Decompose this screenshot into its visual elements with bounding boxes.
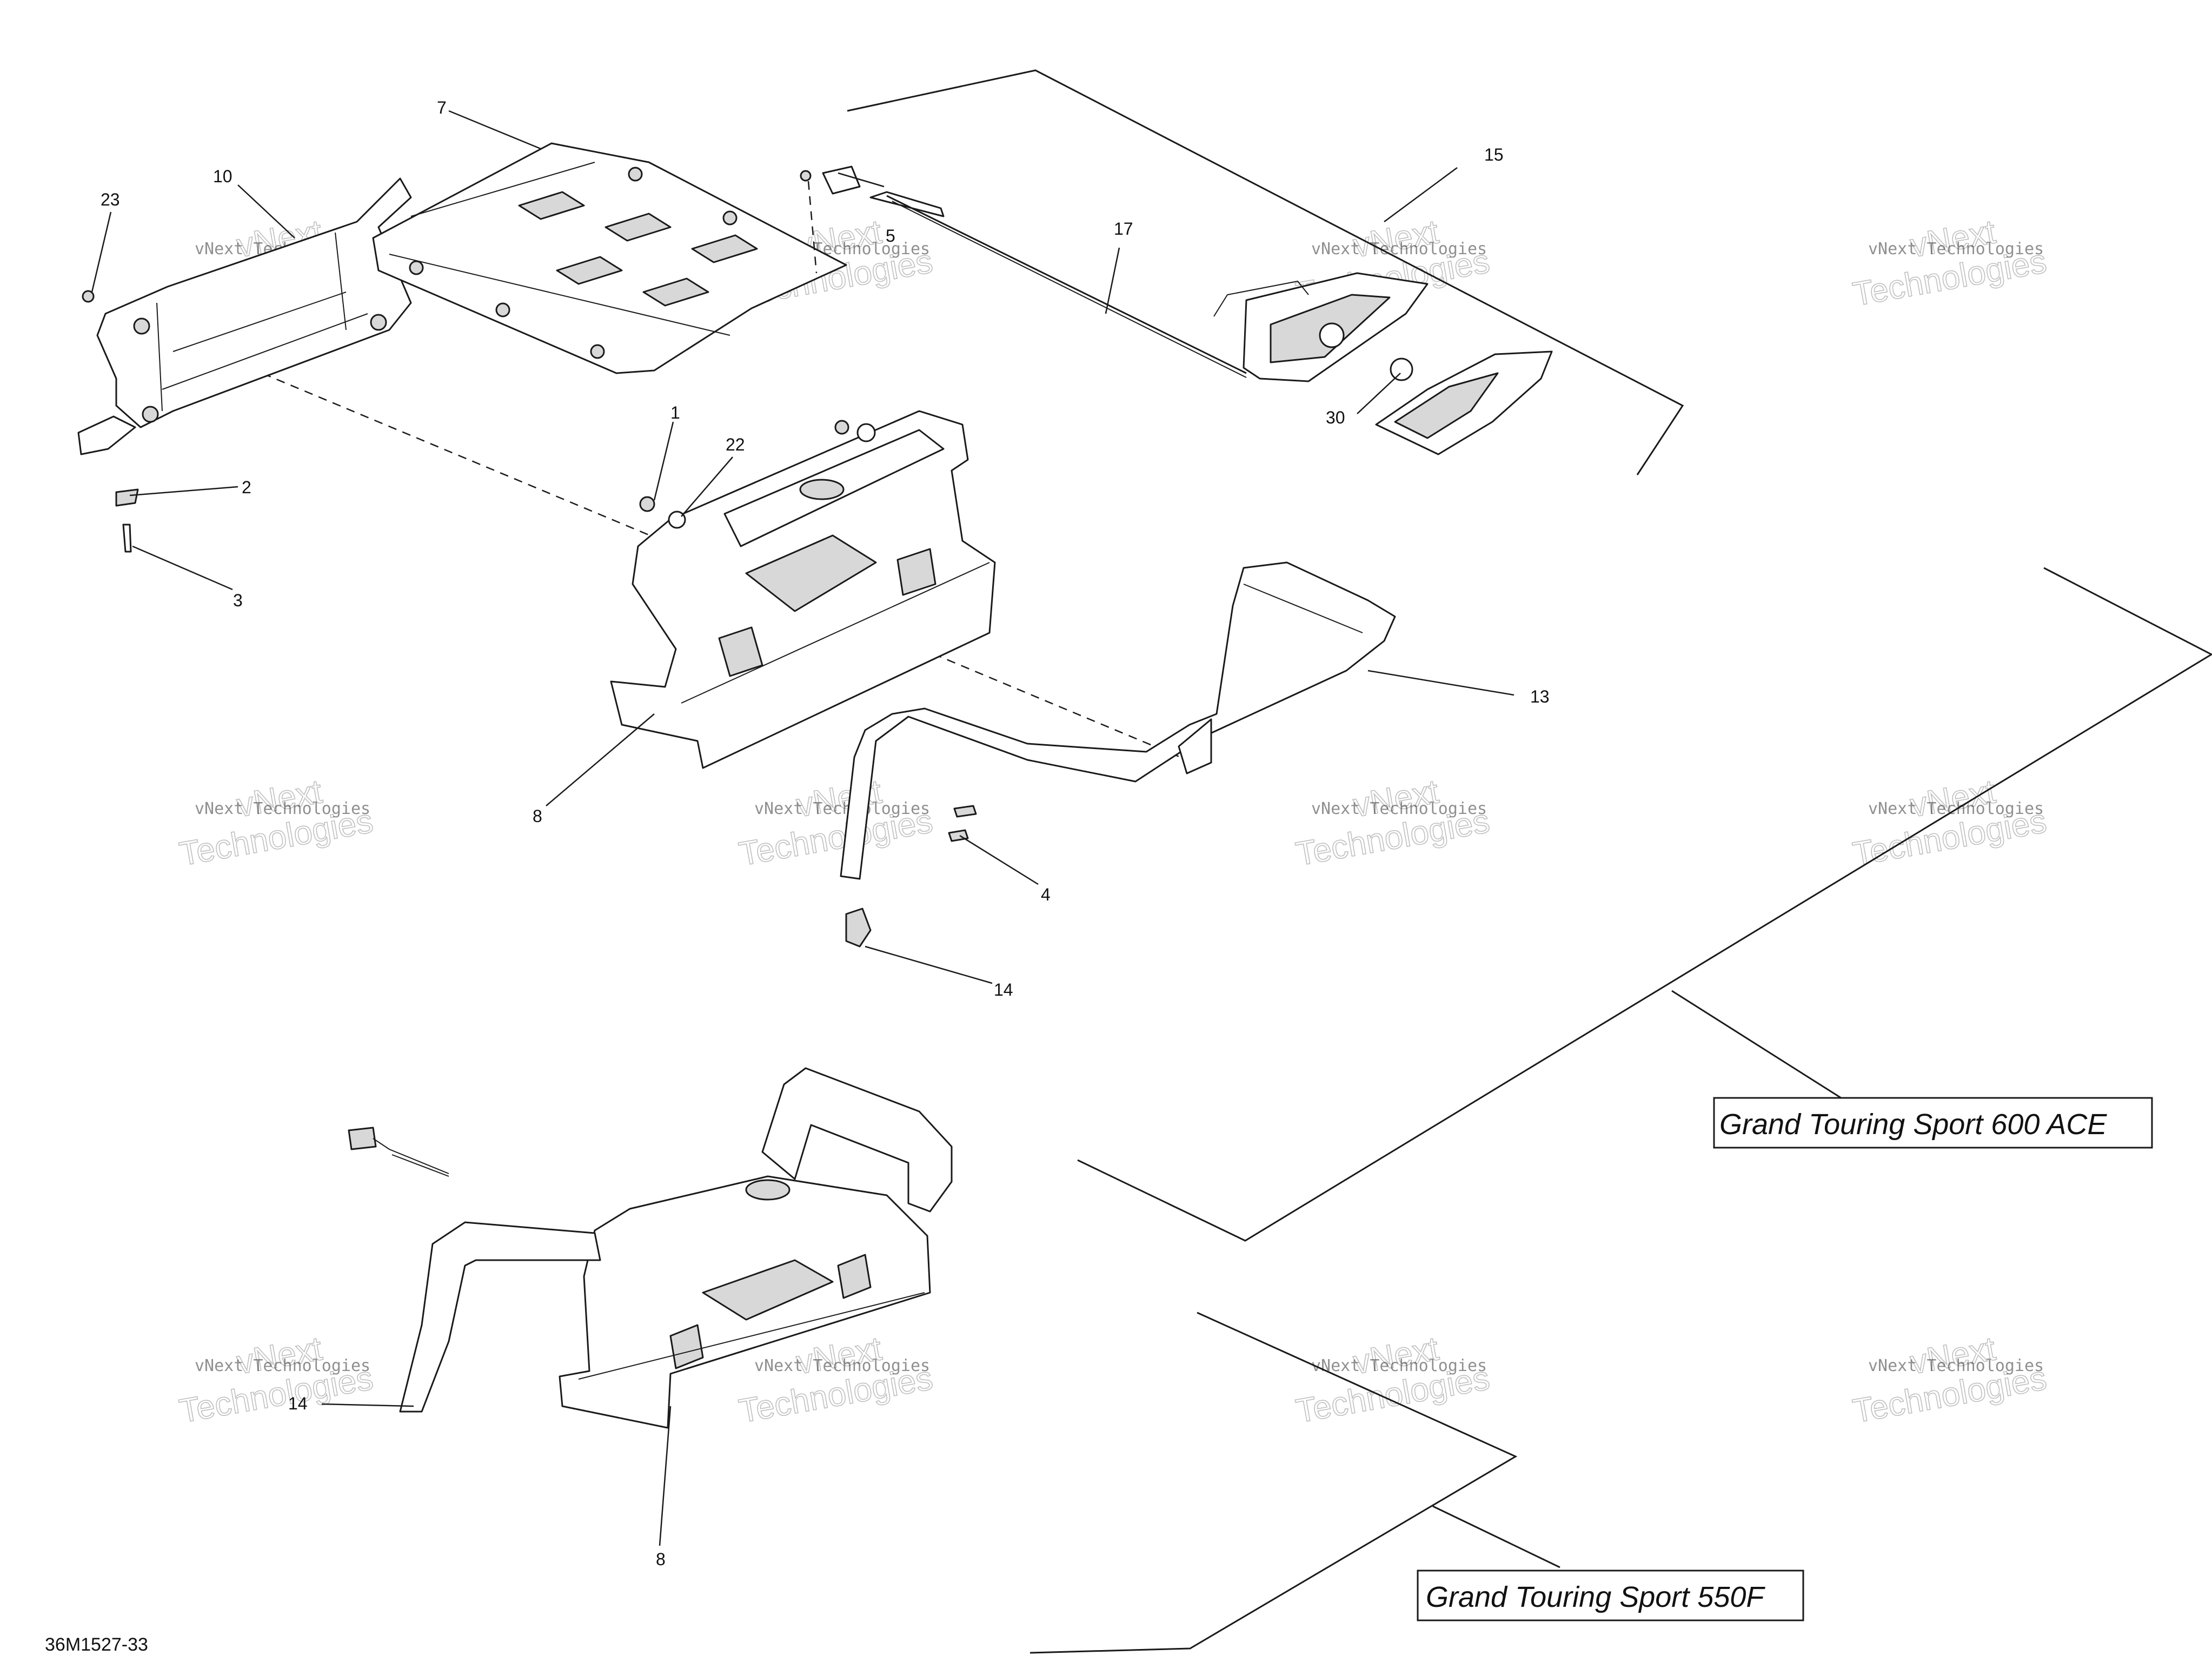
callout-15: 15 xyxy=(1484,145,1504,164)
svg-text:vNext Technologies: vNext Technologies xyxy=(1868,1356,2044,1375)
bumper-part-13 xyxy=(840,561,1396,880)
model-label-550f-text: Grand Touring Sport 550F xyxy=(1426,1581,1765,1613)
watermark: Technologies vNext vNext Technologies xyxy=(1850,772,2050,873)
screw-part-4 xyxy=(953,805,977,818)
bracket-part-10 xyxy=(77,177,412,455)
variant-bracket-550f xyxy=(1029,1312,1560,1654)
screw-part-23 xyxy=(82,290,95,303)
callout-22: 22 xyxy=(726,435,745,454)
callout-8: 8 xyxy=(533,806,542,826)
watermark: Technologies vNext vNext Technologies xyxy=(1293,772,1493,873)
bulb-part-30 xyxy=(1390,357,1413,381)
cover-part-7 xyxy=(372,142,847,374)
callout-23: 23 xyxy=(101,190,120,209)
svg-text:vNext Technologies: vNext Technologies xyxy=(754,799,930,818)
svg-text:vNext Technologies: vNext Technologies xyxy=(1311,799,1487,818)
rod-part-17 xyxy=(869,191,1247,378)
callout-10: 10 xyxy=(213,167,233,186)
callout-14: 14 xyxy=(994,980,1013,999)
watermark: Technologies vNext vNext Technologies xyxy=(736,1329,936,1431)
svg-text:vNext Technologies: vNext Technologies xyxy=(1311,1356,1487,1375)
model-label-550f: Grand Touring Sport 550F xyxy=(1417,1570,1804,1621)
callout-14-550f: 14 xyxy=(288,1394,308,1413)
watermark: Technologies vNext vNext Technologies xyxy=(176,772,376,873)
callouts: 7 10 23 5 17 15 30 1 22 2 3 8 13 4 14 14… xyxy=(101,98,1550,1569)
model-label-600ace-text: Grand Touring Sport 600 ACE xyxy=(1719,1108,2107,1141)
watermark: Technologies vNext vNext Technologies xyxy=(176,1329,376,1431)
watermark: Technologies vNext vNext Technologies xyxy=(1293,1329,1493,1431)
pin-part-3 xyxy=(122,524,132,553)
variant-bracket-600ace xyxy=(847,69,2212,1242)
callout-30: 30 xyxy=(1326,408,1345,427)
figure-id: 36M1527-33 xyxy=(45,1634,148,1655)
callout-1: 1 xyxy=(670,403,680,422)
connector-part-14 xyxy=(845,908,872,948)
assembly-axis xyxy=(164,332,1187,761)
housing-assembly-550f xyxy=(348,1067,953,1429)
clip-part-5 xyxy=(800,165,861,274)
callout-4: 4 xyxy=(1041,885,1051,904)
light-lens xyxy=(1375,350,1553,455)
svg-text:vNext Technologies: vNext Technologies xyxy=(1311,240,1487,259)
light-housing-part-15 xyxy=(1213,272,1429,382)
watermark: Technologies vNext vNext Technologies xyxy=(1850,1329,2050,1431)
callout-5: 5 xyxy=(886,226,895,246)
bolt-top xyxy=(834,420,849,435)
washer-part-22 xyxy=(668,511,686,529)
nut-part-2 xyxy=(115,488,139,507)
svg-text:vNext Technologies: vNext Technologies xyxy=(195,1356,370,1375)
callout-17: 17 xyxy=(1114,219,1133,239)
callout-7: 7 xyxy=(437,98,447,117)
callout-13: 13 xyxy=(1530,687,1550,706)
svg-text:vNext Technologies: vNext Technologies xyxy=(754,1356,930,1375)
callout-8-550f: 8 xyxy=(656,1550,666,1569)
housing-part-8-600ace xyxy=(610,410,996,769)
watermark: Technologies vNext vNext Technologies xyxy=(736,772,936,873)
svg-text:vNext Technologies: vNext Technologies xyxy=(1868,240,2044,259)
callout-2: 2 xyxy=(242,478,251,497)
model-label-600ace: Grand Touring Sport 600 ACE xyxy=(1713,1097,2153,1149)
leader-lines xyxy=(91,110,1514,1546)
watermark: Technologies vNext vNext Technologies xyxy=(1850,213,2050,314)
svg-text:vNext Technologies: vNext Technologies xyxy=(195,799,370,818)
callout-3: 3 xyxy=(233,591,243,610)
bolt-part-1 xyxy=(639,496,655,512)
